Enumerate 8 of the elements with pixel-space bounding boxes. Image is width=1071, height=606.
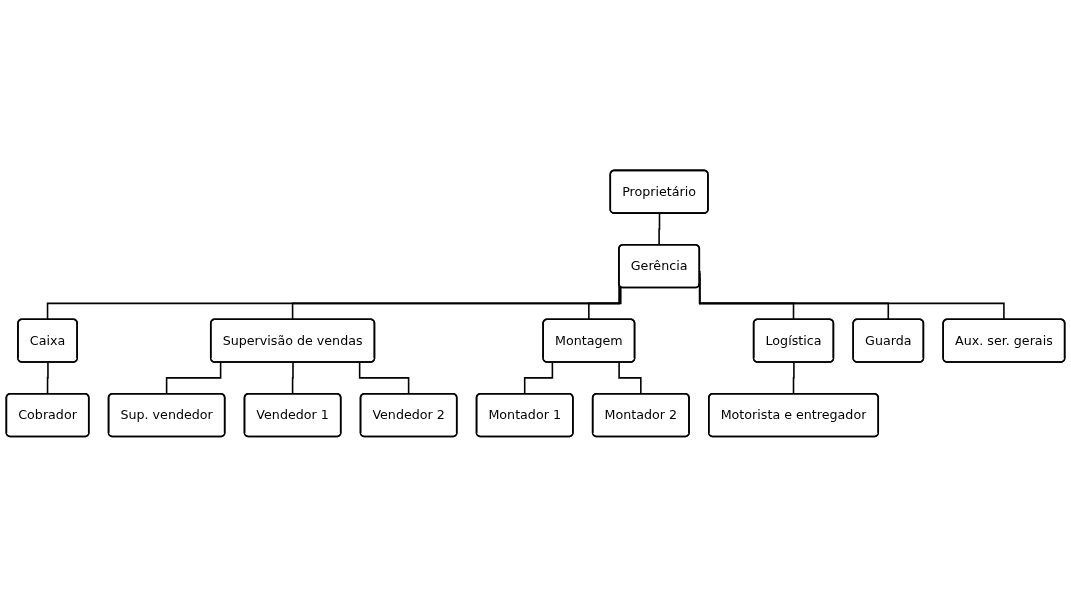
connector <box>792 361 795 395</box>
connector <box>165 361 222 395</box>
connector <box>658 212 661 246</box>
connector <box>291 361 294 395</box>
connector <box>618 361 642 395</box>
connector <box>358 361 410 395</box>
connector <box>46 361 49 395</box>
connector <box>523 361 554 395</box>
